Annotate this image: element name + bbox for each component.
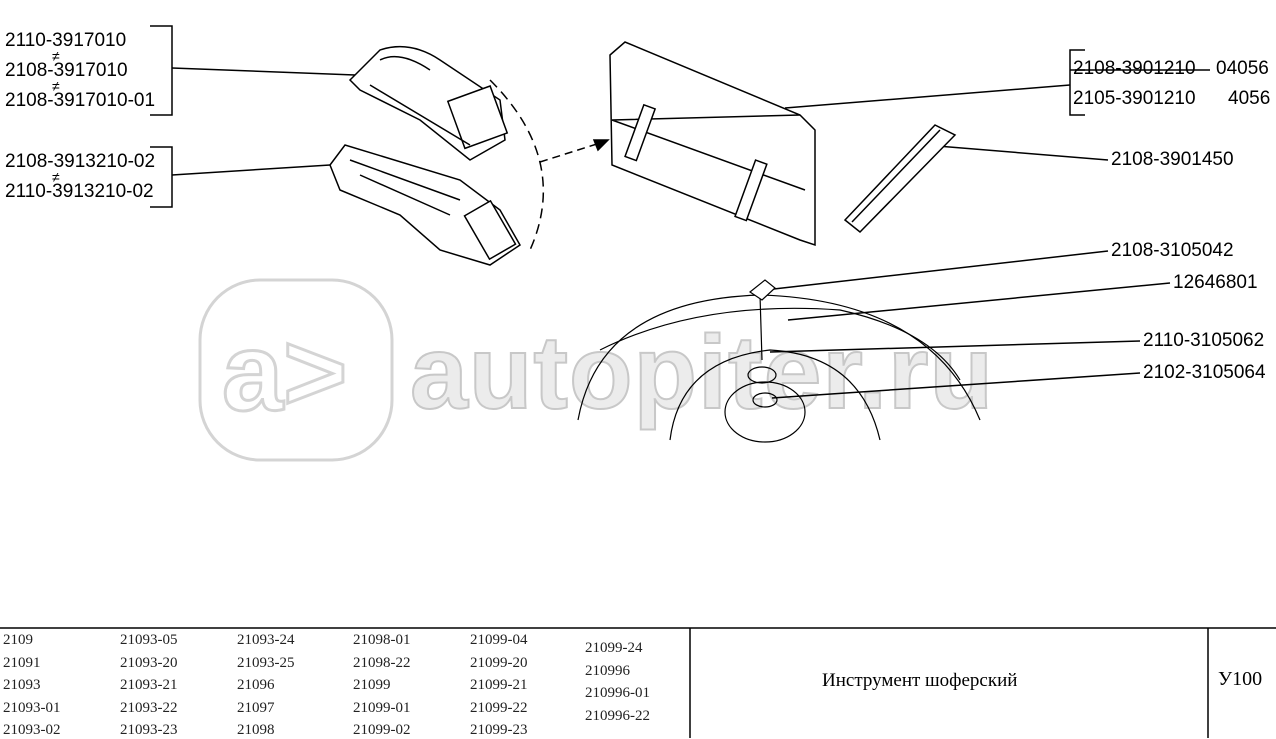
part-number-bag: 2108-3901210 <box>1073 58 1196 79</box>
part-number-bolt: 2108-3105042 <box>1111 240 1234 261</box>
part-number-jack: 2108-3917010-01 <box>5 90 156 111</box>
model-cell: 21093-21 <box>120 677 178 693</box>
part-number-jack: 2108-3917010 <box>5 60 128 81</box>
wrench-drawing <box>843 124 957 234</box>
part-number-jack: 2110-3917010 <box>5 30 127 51</box>
model-cell: 21098-01 <box>353 632 411 648</box>
model-cell: 210996-01 <box>585 685 650 701</box>
part-number-jack: 2110-3913210-02 <box>5 181 154 202</box>
not-equal-sign: ≠ <box>52 48 60 64</box>
model-cell: 21098 <box>237 722 275 738</box>
bag-code: 4056 <box>1228 88 1271 109</box>
model-cell: 21099-22 <box>470 700 528 716</box>
model-cell: 21099 <box>353 677 391 693</box>
jack-2-drawing <box>329 144 521 266</box>
part-number-clamp: 2110-3105062 <box>1143 330 1265 351</box>
model-cell: 21099-20 <box>470 655 528 671</box>
watermark-logo: a> <box>198 278 394 462</box>
watermark: autopiter.ru <box>409 315 995 431</box>
model-cell: 21099-01 <box>353 700 411 716</box>
part-number-bag: 2105-3901210 <box>1073 88 1196 109</box>
sheet-code: У100 <box>1218 668 1263 690</box>
not-equal-sign: ≠ <box>52 169 60 185</box>
model-cell: 2109 <box>3 632 33 648</box>
model-cell: 21099-23 <box>470 722 528 738</box>
sheet-title: Инструмент шоферский <box>822 670 1018 691</box>
part-number-jack: 2108-3913210-02 <box>5 151 156 172</box>
model-cell: 21093-20 <box>120 655 178 671</box>
tool-bag-drawing <box>609 41 816 247</box>
spare-wheel-drawing <box>577 279 981 443</box>
bag-code: 04056 <box>1216 58 1269 79</box>
model-cell: 21098-22 <box>353 655 411 671</box>
model-cell: 21099-02 <box>353 722 411 738</box>
part-number-plate: 2102-3105064 <box>1143 362 1266 383</box>
model-cell: 210996-22 <box>585 708 650 724</box>
jack-1-drawing <box>348 45 509 161</box>
model-cell: 21093-25 <box>237 655 295 671</box>
model-cell: 21099-24 <box>585 640 643 656</box>
model-cell: 21093 <box>3 677 41 693</box>
model-cell: 21093-22 <box>120 700 178 716</box>
not-equal-sign: ≠ <box>52 78 60 94</box>
model-cell: 21093-01 <box>3 700 61 716</box>
part-number-wrench: 2108-3901450 <box>1111 149 1234 170</box>
model-cell: 21093-23 <box>120 722 178 738</box>
model-cell: 21099-04 <box>470 632 528 648</box>
model-cell: 21097 <box>237 700 275 716</box>
bracket-jack-1 <box>150 25 173 116</box>
model-cell: 21091 <box>3 655 41 671</box>
bracket-bag <box>1069 49 1085 116</box>
bracket-jack-2 <box>150 146 173 208</box>
model-cell: 21093-05 <box>120 632 178 648</box>
part-number-washer: 12646801 <box>1173 272 1258 293</box>
model-cell: 210996 <box>585 663 630 679</box>
svg-text:a>: a> <box>222 311 347 434</box>
model-cell: 21096 <box>237 677 275 693</box>
model-cell: 21093-24 <box>237 632 295 648</box>
model-cell: 21099-21 <box>470 677 528 693</box>
model-cell: 21093-02 <box>3 722 61 738</box>
